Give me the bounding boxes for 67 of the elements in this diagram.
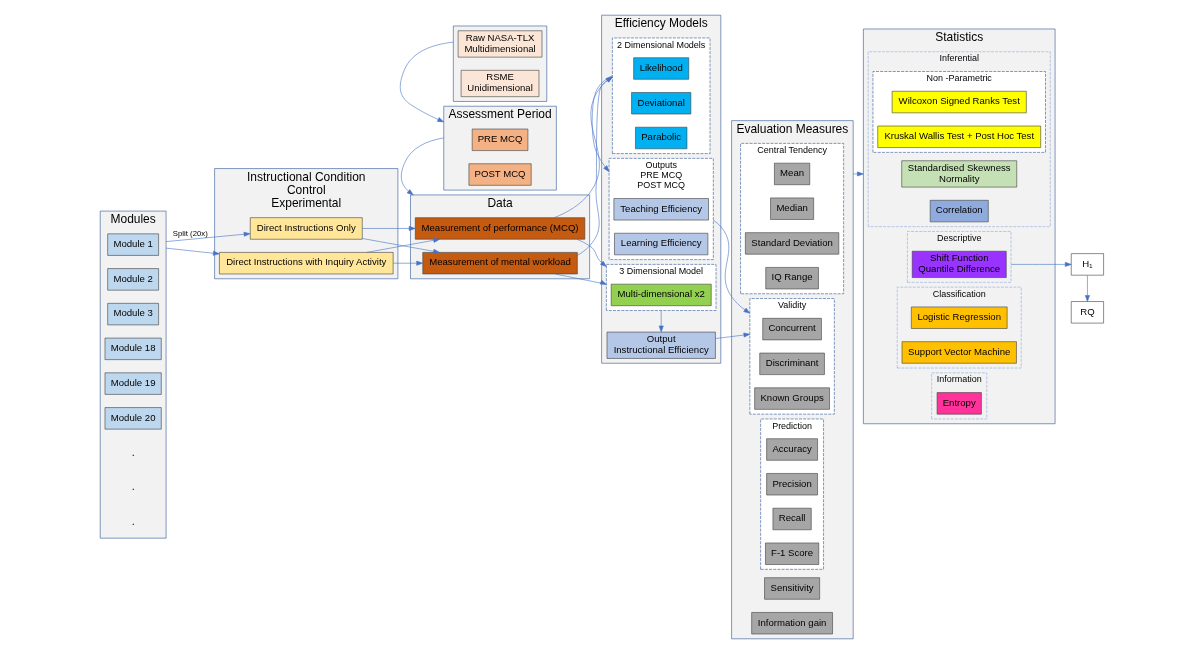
label: . (131, 515, 135, 528)
node-box: Likelihood (633, 57, 690, 80)
arrow (852, 171, 864, 177)
node-box: Output Instructional Efficiency (606, 331, 716, 359)
node-box: Module 19 (104, 372, 162, 395)
node-box: RSME Unidimensional (460, 70, 540, 97)
node-box: Concurrent (762, 318, 822, 341)
node-box: Known Groups (754, 387, 830, 410)
arrow (591, 75, 613, 172)
arrow (1010, 262, 1072, 267)
node-box: Standard Deviation (745, 232, 840, 255)
arrow (400, 137, 445, 196)
node-box: Precision (766, 473, 818, 496)
node-box: Recall (772, 507, 812, 531)
arrow (1085, 275, 1090, 302)
node-box: Discriminant (759, 352, 825, 375)
arrow (362, 238, 440, 254)
node-box: RQ (1070, 301, 1104, 324)
arrow (399, 41, 454, 123)
arrow (165, 247, 220, 256)
node-box: Information gain (751, 612, 833, 635)
arrow (554, 273, 607, 285)
node-box: Entropy (936, 392, 982, 415)
node-box: Standardised Skewness Normality (901, 160, 1018, 188)
arrow (366, 237, 440, 253)
node-box: POST MCQ (468, 163, 532, 186)
node-box: Support Vector Machine (901, 341, 1017, 364)
arrow (713, 219, 751, 314)
node-box: Wilcoxon Signed Ranks Test (891, 90, 1027, 114)
node-box: Deviational (631, 92, 692, 115)
arrow (362, 226, 416, 231)
cluster (453, 25, 548, 102)
node-box: PRE MCQ (471, 128, 529, 151)
arrow (577, 76, 613, 256)
node-box: Logistic Regression (911, 306, 1008, 329)
node-box: Module 20 (104, 407, 162, 430)
node-box: Accuracy (766, 438, 818, 461)
node-box: Mean (774, 162, 811, 185)
node-box: Measurement of performance (MCQ) (415, 217, 586, 240)
node-box: Kruskal Wallis Test + Post Hoc Test (877, 125, 1041, 148)
arrow (165, 231, 251, 242)
node-box: Learning Efficiency (614, 232, 709, 256)
node-box: Direct Instructions Only (249, 217, 363, 240)
arrow (554, 76, 613, 218)
node-box: Direct Instructions with Inquiry Activity (219, 252, 394, 275)
node-box: Raw NASA-TLX Multidimensional (457, 30, 543, 58)
label: . (131, 445, 135, 458)
node-box: F-1 Score (765, 542, 820, 565)
node-box: Module 3 (107, 303, 159, 326)
node-box: Measurement of mental workload (422, 252, 578, 275)
node-box: Median (770, 197, 814, 220)
node-box: Shift Function Quantile Difference (911, 250, 1007, 278)
node-box: H₁ (1070, 253, 1104, 276)
node-box: Sensitivity (764, 577, 820, 600)
arrow (576, 239, 607, 267)
arrow (658, 310, 664, 333)
label: . (131, 480, 135, 493)
arrow (393, 260, 423, 266)
node-box: Module 2 (107, 268, 159, 291)
node-box: Multi-dimensional x2 (610, 283, 712, 307)
node-box: Module 1 (107, 233, 159, 256)
node-box: Parabolic (635, 126, 688, 150)
node-box: Teaching Efficiency (613, 198, 709, 221)
node-box: Module 18 (104, 337, 162, 360)
arrow (715, 332, 751, 339)
node-box: IQ Range (765, 267, 819, 290)
node-box: Correlation (929, 200, 989, 223)
